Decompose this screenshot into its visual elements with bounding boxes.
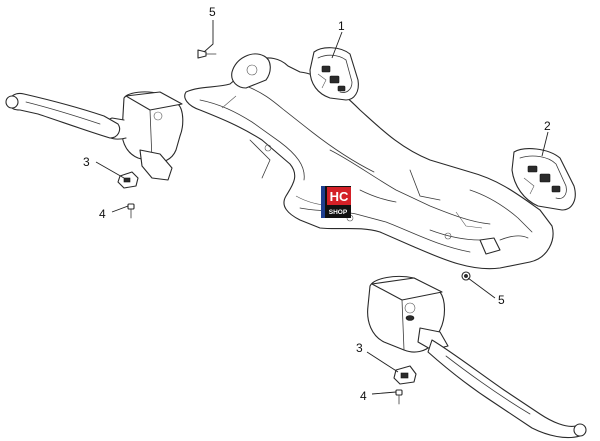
part-1-switch-housing	[309, 47, 359, 101]
bolt-part-4-left	[127, 203, 135, 219]
watermark-line1: HC	[330, 189, 349, 204]
left-brake-lever	[5, 92, 121, 139]
right-master-cylinder	[367, 275, 449, 353]
callout-1: 1	[338, 19, 345, 33]
bolt-part-4-right	[395, 389, 403, 405]
callout-2: 2	[544, 119, 551, 133]
right-brake-lever	[427, 339, 587, 439]
callout-5-top: 5	[209, 5, 216, 19]
watermark-line2: SHOP	[329, 209, 348, 216]
clamp-part-3-left	[117, 171, 139, 189]
clamp-part-3-right	[393, 365, 417, 385]
callouts: 5 1 2 3 4 5 3 4	[83, 5, 551, 403]
part-2-switch-housing	[511, 148, 576, 211]
leader-lines	[95, 20, 549, 395]
callout-4-right: 4	[360, 389, 367, 403]
callout-5-right: 5	[498, 293, 505, 307]
handlebar-frame	[184, 53, 554, 270]
callout-3-right: 3	[356, 341, 363, 355]
callout-3-left: 3	[83, 155, 90, 169]
hc-shop-watermark: HC SHOP	[321, 186, 351, 218]
screw-part-5-top	[197, 49, 217, 59]
callout-4-left: 4	[99, 207, 106, 221]
